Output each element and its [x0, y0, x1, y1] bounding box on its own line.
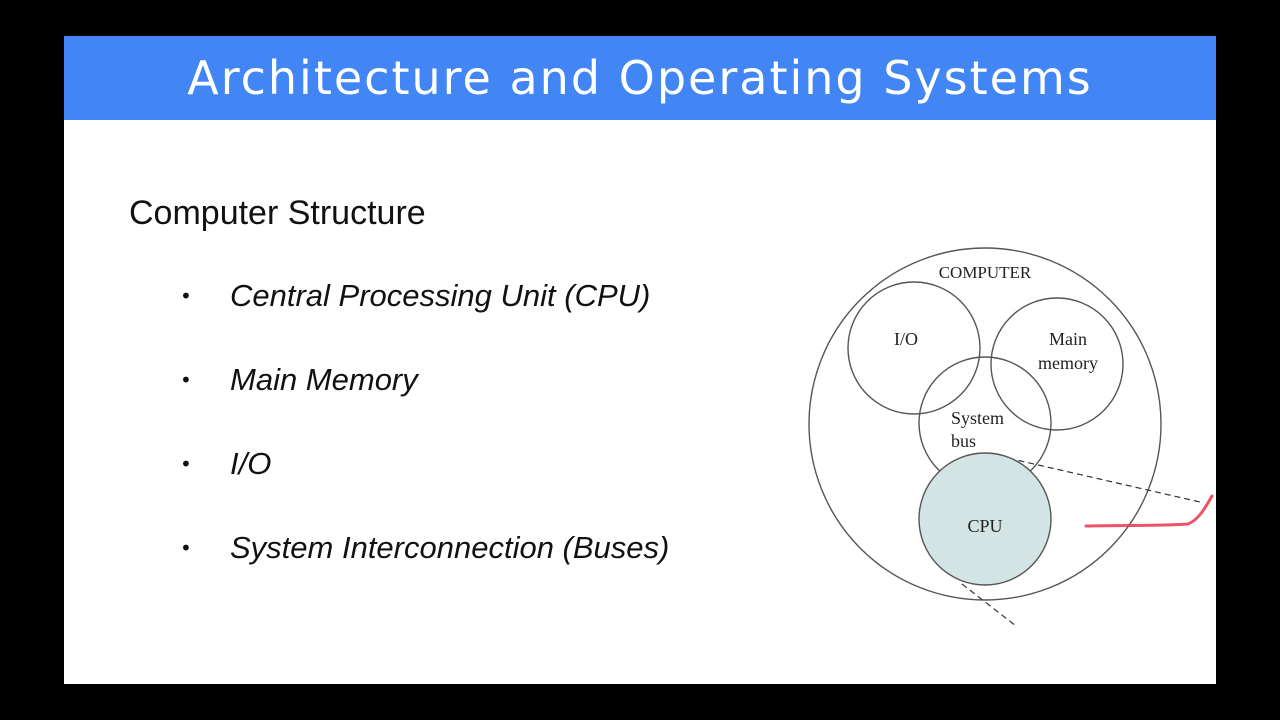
memory-circle — [990, 297, 1124, 431]
computer-label: COMPUTER — [939, 263, 1032, 282]
cpu-circle — [918, 452, 1052, 586]
zoom-line-lower — [961, 583, 1017, 627]
bullet-item-io: • I/O — [180, 444, 271, 484]
zoom-line-upper — [998, 455, 1201, 503]
bullet-text: I/O — [230, 446, 272, 481]
title-bar: Architecture and Operating Systems — [64, 36, 1216, 120]
bullet-item-memory: • Main Memory — [180, 360, 418, 400]
bus-label-line2: bus — [951, 431, 976, 451]
section-heading: Computer Structure — [129, 194, 426, 232]
system-bus-circle — [918, 356, 1052, 490]
bullet-text: Main Memory — [230, 362, 418, 397]
memory-label-line2: memory — [1038, 353, 1098, 373]
memory-label-line1: Main — [1049, 329, 1087, 349]
annotation-stroke — [1084, 494, 1214, 528]
bullet-icon: • — [180, 368, 192, 392]
io-label: I/O — [894, 329, 918, 349]
computer-circle — [808, 247, 1162, 601]
bus-label-line1: System — [951, 408, 1004, 428]
bullet-icon: • — [180, 284, 192, 308]
cpu-label: CPU — [967, 516, 1002, 536]
bullet-text: System Interconnection (Buses) — [230, 530, 670, 565]
bullet-text: Central Processing Unit (CPU) — [230, 278, 651, 313]
io-circle — [847, 281, 981, 415]
slide-title: Architecture and Operating Systems — [187, 51, 1093, 105]
bullet-item-buses: • System Interconnection (Buses) — [180, 528, 669, 568]
slide: Architecture and Operating Systems Compu… — [64, 36, 1216, 684]
bullet-icon: • — [180, 536, 192, 560]
bullet-icon: • — [180, 452, 192, 476]
bullet-item-cpu: • Central Processing Unit (CPU) — [180, 276, 650, 316]
